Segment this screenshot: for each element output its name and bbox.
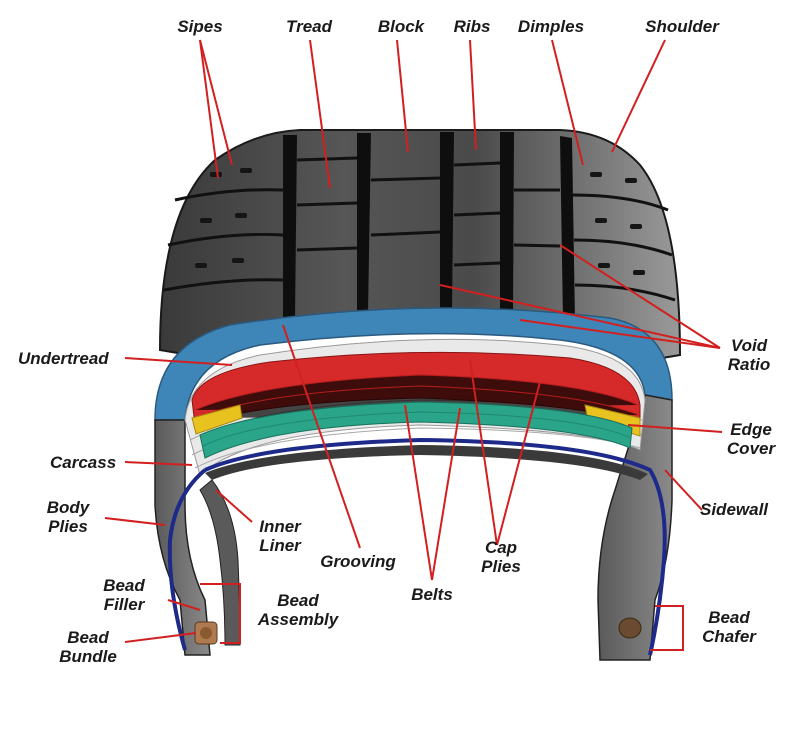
inner-liner-left-fold	[199, 479, 241, 646]
label-block: Block	[377, 17, 425, 36]
label-dimples: Dimples	[517, 17, 585, 36]
label-tread: Tread	[286, 17, 332, 36]
shoulder-dimples	[195, 168, 645, 275]
bead-bundle-left	[194, 621, 218, 645]
label-shoulder: Shoulder	[645, 17, 719, 36]
tread-sipes	[163, 156, 676, 302]
sidewall-left	[154, 419, 211, 656]
inner-liner	[167, 437, 667, 656]
tire-interior	[205, 445, 648, 480]
label-sipes: Sipes	[177, 17, 223, 36]
tread-grooves	[283, 132, 575, 322]
label-grooving: Grooving	[320, 552, 396, 571]
bead-brackets	[200, 583, 684, 651]
label-ribs: Ribs	[453, 17, 491, 36]
label-sidewall: Sidewall	[700, 500, 769, 519]
sidewall-right	[597, 394, 673, 661]
label-undertread: Undertread	[18, 349, 109, 368]
label-belts: Belts	[411, 585, 453, 604]
belts-layer	[199, 401, 633, 459]
bead-bundle-right	[618, 617, 642, 639]
label-carcass: Carcass	[50, 453, 117, 472]
edge-cover-left	[191, 404, 243, 435]
belts-hatch	[202, 411, 632, 447]
leader-lines	[104, 39, 723, 643]
